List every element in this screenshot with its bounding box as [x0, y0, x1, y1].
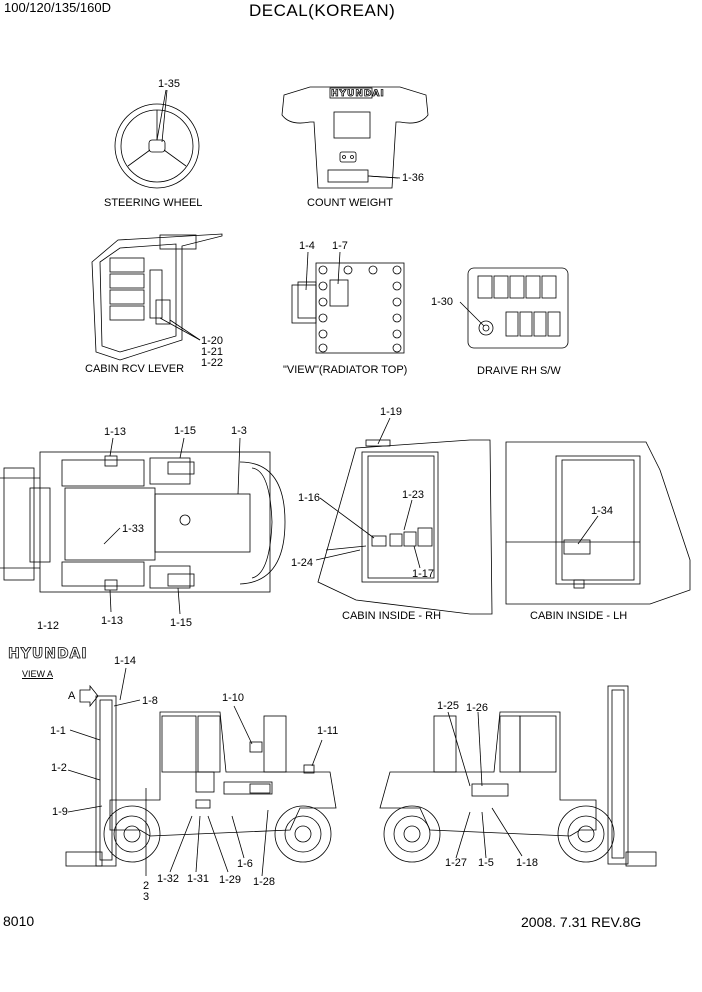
caption-count-weight: COUNT WEIGHT [307, 197, 393, 209]
callout-1-5: 1-5 [478, 857, 494, 869]
caption-cabin-inside-lh: CABIN INSIDE - LH [530, 610, 628, 622]
callout-1-2: 1-2 [51, 762, 67, 774]
callout-1-7: 1-7 [332, 240, 348, 252]
callout-2: 2 [143, 880, 150, 892]
brand-logo-counterweight: HYUNDAI [331, 89, 385, 100]
callout-1-33: 1-33 [122, 523, 145, 535]
callout-1-22: 1-22 [201, 357, 224, 369]
callout-leader-lines [67, 89, 599, 877]
callout-3: 3 [143, 891, 150, 903]
callout-1-14: 1-14 [114, 655, 137, 667]
truck-right-side-drawing [379, 685, 657, 867]
caption-view-a: VIEW A [22, 669, 54, 679]
callout-1-1: 1-1 [50, 725, 66, 737]
callout-1-9: 1-9 [52, 806, 68, 818]
callout-1-19: 1-19 [380, 406, 403, 418]
callout-1-15-top: 1-15 [174, 425, 197, 437]
model-number: 100/120/135/160D [4, 0, 111, 15]
callout-1-36: 1-36 [402, 172, 425, 184]
callout-1-16: 1-16 [298, 492, 321, 504]
callout-1-4: 1-4 [299, 240, 315, 252]
callout-1-23: 1-23 [402, 489, 425, 501]
callout-1-15-bottom: 1-15 [170, 617, 193, 629]
callout-1-3: 1-3 [231, 425, 247, 437]
callout-1-18: 1-18 [516, 857, 539, 869]
radiator-bolts [318, 265, 402, 353]
caption-radiator-top: "VIEW"(RADIATOR TOP) [283, 364, 408, 376]
steering-wheel-drawing [114, 89, 200, 189]
callout-1-35: 1-35 [158, 78, 181, 90]
callout-1-26: 1-26 [466, 702, 489, 714]
callout-1-8: 1-8 [142, 695, 158, 707]
callout-1-24: 1-24 [291, 557, 314, 569]
callout-1-20: 1-20 [201, 335, 224, 347]
callout-1-34: 1-34 [591, 505, 614, 517]
callout-1-30: 1-30 [431, 296, 454, 308]
callout-1-31: 1-31 [187, 873, 210, 885]
caption-steering-wheel: STEERING WHEEL [104, 197, 203, 209]
page-number: 8010 [3, 913, 35, 929]
page-title: DECAL(KOREAN) [249, 1, 396, 20]
revision-date: 2008. 7.31 REV.8G [521, 914, 642, 930]
brand-logo-view-a: HYUNDAI [8, 646, 88, 662]
callout-1-29: 1-29 [219, 874, 242, 886]
radiator-top-drawing [291, 262, 405, 354]
caption-drive-rh-sw: DRAIVE RH S/W [477, 365, 561, 377]
callout-1-13-top: 1-13 [104, 426, 127, 438]
truck-top-view-drawing [0, 451, 286, 593]
drive-rh-switch-panel-drawing [467, 267, 569, 349]
callout-1-28: 1-28 [253, 876, 276, 888]
callout-1-27: 1-27 [445, 857, 468, 869]
truck-left-side-drawing [65, 684, 337, 867]
callout-1-11: 1-11 [317, 725, 339, 737]
callout-1-25: 1-25 [437, 700, 460, 712]
callout-1-10: 1-10 [222, 692, 245, 704]
callout-1-32: 1-32 [157, 873, 180, 885]
view-arrow-label: A [68, 690, 76, 702]
cabin-rcv-lever-drawing [91, 233, 223, 361]
cabin-inside-lh-drawing [505, 441, 691, 605]
caption-cabin-inside-rh: CABIN INSIDE - RH [342, 610, 442, 622]
caption-cabin-rcv-lever: CABIN RCV LEVER [85, 363, 185, 375]
callout-1-13-bottom: 1-13 [101, 615, 124, 627]
callout-1-17: 1-17 [412, 568, 435, 580]
callout-1-12: 1-12 [37, 620, 60, 632]
callout-1-6: 1-6 [237, 858, 253, 870]
cabin-inside-rh-drawing [317, 439, 493, 615]
callout-1-21: 1-21 [201, 346, 224, 358]
